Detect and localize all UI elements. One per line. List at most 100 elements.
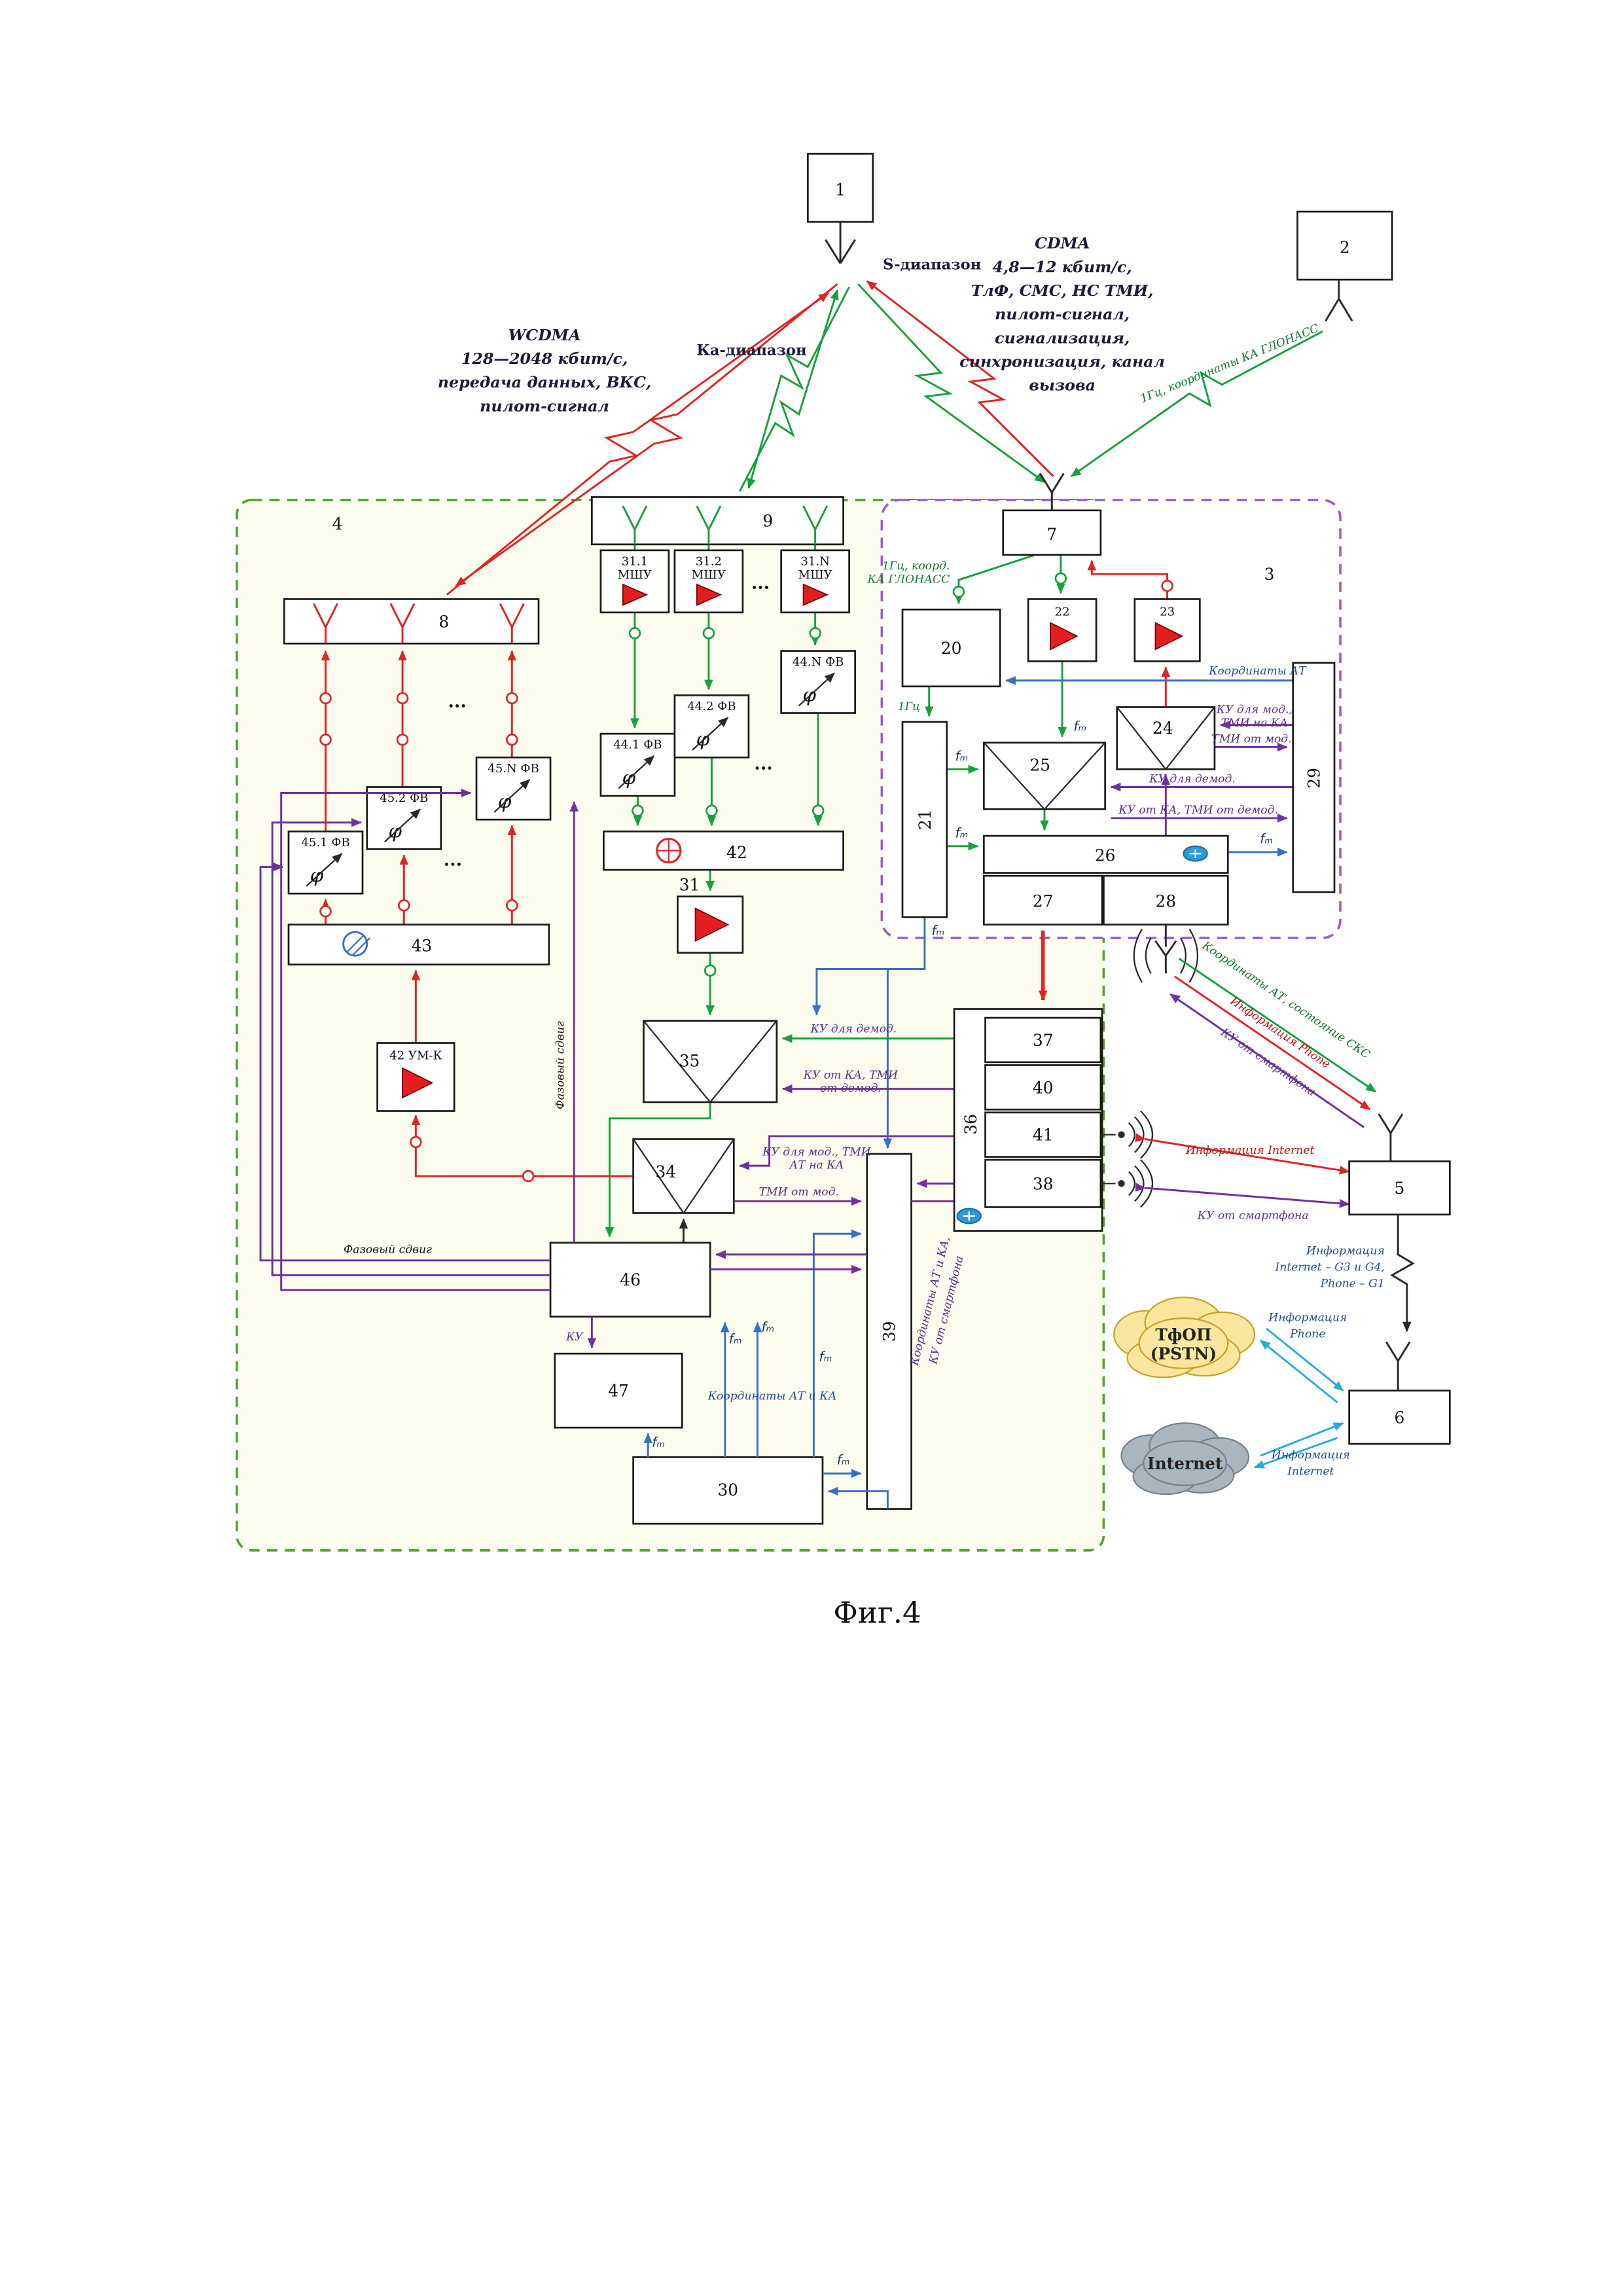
block-40-label: 40: [1033, 1078, 1054, 1097]
info-internet-line: [1135, 1133, 1350, 1175]
lna-2-number: 31.2: [696, 554, 722, 568]
info-phone-cloud-line2: Phone: [1289, 1327, 1325, 1340]
antenna-icon: [1039, 473, 1065, 511]
ku-smart-label: КУ от смартфона: [1218, 1026, 1318, 1099]
block-45-1-phase-shifter: 45.1 ФВ φ: [287, 830, 364, 895]
wcdma-annotation: WCDMA 128—2048 кбит/с, передача данных, …: [438, 326, 651, 415]
amplifier-icon: [696, 583, 722, 606]
block-23-label: 23: [1160, 605, 1175, 619]
cdma-line5: сигнализация,: [995, 329, 1130, 347]
block-44-2-phase-shifter: 44.2 ФВ φ: [673, 694, 750, 759]
ku-smart-line: [1135, 1183, 1350, 1208]
ps-44-2-label: 44.2 ФВ: [687, 700, 736, 713]
block-42-label: 42: [726, 843, 747, 862]
fm-label: fₘ: [931, 923, 944, 939]
ellipsis: ...: [751, 573, 770, 594]
fm-label: fₘ: [652, 1435, 665, 1450]
block-6-label: 6: [1395, 1408, 1405, 1427]
block-29-label: 29: [1304, 768, 1323, 789]
wcdma-line3: передача данных, ВКС,: [438, 373, 651, 391]
block-2-glonass-satellite: 2: [1296, 210, 1393, 322]
fm-label: fₘ: [837, 1452, 850, 1468]
block-8-tx-antenna-array: 8: [283, 598, 540, 645]
block-7-terminal-antenna-unit: 7: [1002, 473, 1102, 556]
antenna-icon: [825, 222, 856, 264]
ku-ot-ka-line1: КУ от КА, ТМИ: [803, 1069, 899, 1082]
g-bands-line1: Информация: [1306, 1245, 1385, 1258]
block-44-1-phase-shifter: 44.1 ФВ φ: [599, 732, 676, 797]
info-phone-cloud-line1: Информация: [1268, 1311, 1347, 1324]
ku-ot-ka-line2: от демод.: [820, 1082, 882, 1095]
tmi-ot-mod-label: ТМИ от мод.: [1211, 733, 1291, 746]
block-43-divider: 43: [287, 924, 550, 966]
phi-icon: φ: [696, 728, 710, 750]
ps-45-1-label: 45.1 ФВ: [301, 836, 349, 850]
cdma-line2: 4,8—12 кбит/с,: [993, 258, 1132, 276]
block-30-label: 30: [717, 1480, 738, 1499]
ku-demod-label: КУ для демод.: [810, 1023, 897, 1036]
lna-n-type: МШУ: [798, 568, 832, 582]
cdma-annotation: CDMA 4,8—12 кбит/с, ТлФ, СМС, НС ТМИ, пи…: [959, 234, 1165, 395]
antenna-icon: [1378, 1113, 1404, 1162]
amplifier-icon: [802, 583, 829, 606]
lna-n-number: 31.N: [800, 554, 830, 568]
block-20: 20: [901, 608, 1001, 688]
ka-band-label: Ка-диапазон: [696, 342, 806, 359]
cdma-line7: вызова: [1029, 376, 1096, 395]
phi-icon: φ: [388, 819, 402, 842]
ellipsis: ...: [448, 691, 466, 711]
block-37-label: 37: [1033, 1031, 1054, 1050]
pstn-cloud: ТфОП (PSTN): [1113, 1297, 1256, 1378]
blue-coordinate-lines: [643, 917, 926, 1509]
ku-mod-34-line1: КУ для мод., ТМИ: [762, 1145, 872, 1158]
fm-label: fₘ: [819, 1348, 832, 1364]
junction-circle: [952, 585, 965, 598]
link-1-to-8-red: [446, 283, 838, 596]
block-8-label: 8: [438, 612, 449, 631]
block-29: 29: [1292, 662, 1336, 893]
attenuator-slash-icon: [346, 934, 371, 956]
block-9-label: 9: [762, 512, 773, 531]
block-31-rx-amp: 31: [677, 876, 744, 954]
ellipsis: ...: [754, 753, 772, 774]
fm-label: fₘ: [761, 1319, 774, 1335]
phase-arrow-icon: [493, 779, 531, 813]
ground-antenna-radiating: [1133, 928, 1199, 983]
block-35-demodulator: 35: [643, 1020, 778, 1103]
link-1-to-7: [857, 280, 1054, 484]
hz-label: 1Гц: [898, 700, 920, 713]
block-31-1-lna: 31.1 МШУ: [599, 549, 670, 614]
block-22-amp: 22: [1027, 598, 1097, 662]
phi-icon: φ: [802, 683, 816, 706]
info-internet-cloud-line2: Internet: [1287, 1465, 1334, 1479]
ps-45-n-label: 45.N ФВ: [488, 762, 539, 776]
umk-label: 42 УМ-К: [389, 1049, 442, 1062]
phase-arrow-icon: [306, 853, 343, 887]
internet-cloud-label: Internet: [1147, 1454, 1223, 1473]
ku-demod-label: КУ для демод.: [1149, 773, 1236, 786]
antenna-icon: [1385, 1341, 1411, 1391]
ku-mod-line1: КУ для мод.,: [1216, 703, 1293, 716]
block-41-label: 41: [1033, 1126, 1054, 1145]
diagonal-links-to-smartphone: Координаты АТ, состояние СКС Информация …: [1169, 939, 1377, 1128]
block-35-label: 35: [679, 1052, 700, 1071]
block-25-demodulator: 25: [982, 742, 1107, 810]
ku-smart-label2: КУ от смартфона: [1197, 1209, 1309, 1222]
block-47-label: 47: [608, 1382, 629, 1401]
block-34-label: 34: [656, 1162, 677, 1181]
radio-waves-icon: [1133, 928, 1199, 983]
block-31-n-lna: 31.N МШУ: [780, 549, 850, 614]
block-2-label: 2: [1340, 238, 1350, 257]
adder-cross-icon: [656, 838, 681, 863]
rx-antenna-icon: [802, 505, 829, 545]
block-31-label: 31: [679, 876, 700, 895]
block-24-label: 24: [1152, 719, 1173, 738]
router-icon: [1183, 845, 1208, 862]
ku-ot-ka-label: КУ от КА, ТМИ от демод.: [1118, 804, 1278, 817]
region3-lines: [924, 554, 1293, 947]
glonass-coord-line1: 1Гц, коорд.: [882, 560, 950, 573]
pstn-cloud-line2: (PSTN): [1150, 1344, 1217, 1363]
wifi-icon-41: [1100, 1110, 1154, 1159]
phase-arrow-icon: [384, 808, 421, 842]
